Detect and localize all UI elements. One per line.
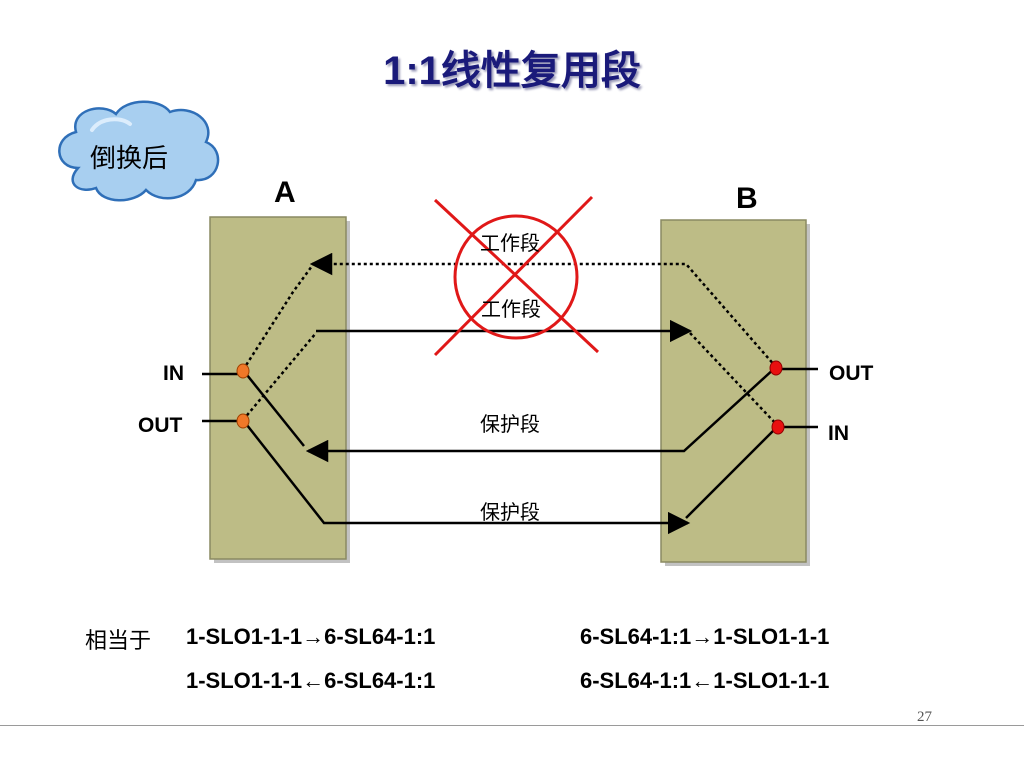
node-a-label: A <box>274 176 296 209</box>
node-a <box>209 216 350 563</box>
failure-cross-1 <box>433 198 600 354</box>
a-in-dotted-link <box>241 265 314 371</box>
cloud-label: 倒换后 <box>90 144 169 174</box>
failure-cross-2 <box>433 195 594 357</box>
protection-fiber-2 <box>242 419 691 535</box>
route-row-1-right: 6-SL64-1:1→1-SLO1-1-1 <box>580 624 830 649</box>
protection-fiber-1 <box>305 366 777 463</box>
working-segment-label-2: 工作段 <box>481 297 541 321</box>
node-b <box>660 219 810 566</box>
failure-circle <box>453 214 579 340</box>
b-out-port-dot <box>769 360 783 376</box>
footer-divider <box>0 725 1024 726</box>
page-title: 1:1线性复用段 <box>0 38 1024 96</box>
node-a-box <box>209 216 347 560</box>
b-in-label: IN <box>828 422 849 445</box>
route-row-1-left: 1-SLO1-1-1→6-SL64-1:1 <box>186 624 436 649</box>
route-row-2-left: 1-SLO1-1-1←6-SL64-1:1 <box>186 668 436 693</box>
a-in-label: IN <box>163 362 184 385</box>
cloud-shape <box>58 100 220 202</box>
b-out-label: OUT <box>829 362 874 385</box>
cloud-highlight <box>90 117 132 132</box>
working-fiber-1 <box>309 252 777 368</box>
b-in-port-dot <box>771 419 785 435</box>
a-out-port-dot <box>236 413 250 429</box>
a-in-switch <box>242 369 305 447</box>
route-row-2-right: 6-SL64-1:1←1-SLO1-1-1 <box>580 668 830 693</box>
a-out-label: OUT <box>138 414 183 437</box>
a-in-port-dot <box>236 363 250 379</box>
node-b-label: B <box>736 182 758 215</box>
page-number: 27 <box>917 709 932 725</box>
protection-segment-label-2: 保护段 <box>480 500 540 524</box>
node-b-box <box>660 219 807 563</box>
title-ratio: 1:1 <box>383 49 441 93</box>
protection-segment-label-1: 保护段 <box>480 412 540 436</box>
cloud-badge <box>58 100 220 202</box>
failure-mark <box>433 195 600 357</box>
b-in-switch <box>685 425 779 519</box>
title-text: 线性复用段 <box>440 48 641 94</box>
working-segment-label-1: 工作段 <box>480 231 540 255</box>
a-out-dotted-link <box>242 332 317 421</box>
equivalence-label: 相当于 <box>85 629 152 654</box>
